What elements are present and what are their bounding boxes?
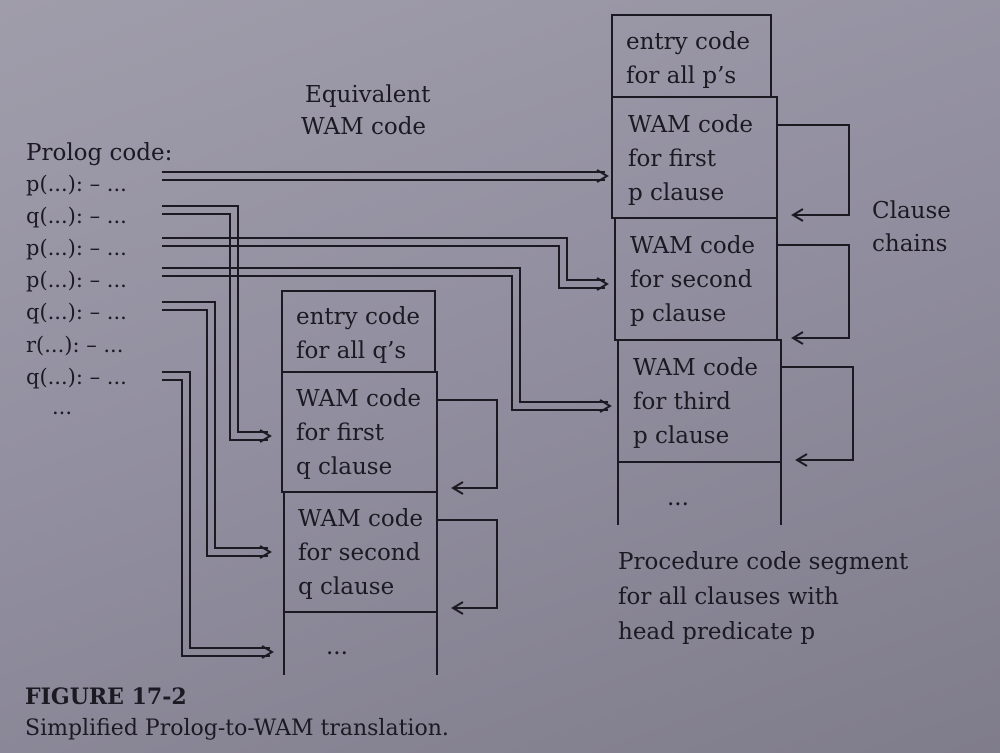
- p-clause-3-box: [617, 339, 782, 463]
- prolog-heading: Prolog code:: [26, 140, 173, 166]
- wam-label-line-2: WAM code: [301, 114, 427, 140]
- wam-label-line-1: Equivalent: [305, 82, 431, 108]
- prolog-line: r(...): – ...: [26, 333, 124, 357]
- clause-chains-label-1: Clause: [872, 198, 951, 224]
- prolog-line: p(...): – ...: [26, 236, 127, 260]
- prolog-line: p(...): – ...: [26, 172, 127, 196]
- procedure-label-1: Procedure code segment: [618, 549, 909, 575]
- prolog-line: p(...): – ...: [26, 268, 127, 292]
- p-ellipsis: ...: [667, 485, 689, 511]
- prolog-line: q(...): – ...: [26, 204, 127, 228]
- chain-q1-to-q2: [437, 399, 498, 489]
- procedure-label-2: for all clauses with: [618, 584, 839, 610]
- figure-title: FIGURE 17-2: [25, 684, 187, 710]
- arrow-q1-to-q-clause-1: [162, 205, 268, 441]
- prolog-line: q(...): – ...: [26, 300, 127, 324]
- arrow-p3-to-p-clause-3: [162, 267, 608, 411]
- q-ellipsis-box: [283, 612, 438, 675]
- prolog-line: q(...): – ...: [26, 365, 127, 389]
- q-ellipsis: ...: [326, 634, 348, 660]
- chain-p3-to-next: [781, 366, 854, 461]
- arrow-q3-to-q-ellipsis: [162, 371, 270, 657]
- chain-p1-to-p2: [777, 124, 850, 216]
- p-ellipsis-box: [617, 462, 782, 525]
- procedure-label-3: head predicate p: [618, 619, 816, 645]
- chain-p2-to-p3: [777, 244, 850, 339]
- clause-chains-label-2: chains: [872, 231, 948, 257]
- arrow-p2-to-p-clause-2: [162, 237, 605, 289]
- arrow-p1-to-p-clause-1: [162, 171, 605, 181]
- chain-q2-to-next: [437, 519, 498, 609]
- prolog-ellipsis: ...: [52, 395, 73, 419]
- q-clause-2-box: [283, 491, 438, 613]
- arrow-q2-to-q-clause-2: [162, 301, 268, 557]
- figure-caption: Simplified Prolog-to-WAM translation.: [25, 716, 449, 741]
